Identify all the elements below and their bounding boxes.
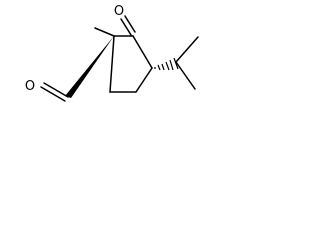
aldehyde-group	[40, 82, 69, 102]
wedge-bond-aldehyde	[65, 36, 114, 98]
ring-bond-c5-c1	[109, 35, 115, 93]
hashed-wedge-isopropyl	[154, 57, 179, 71]
isopropyl-group	[175, 36, 199, 90]
ring-bond-c2-c3	[132, 35, 153, 69]
isopropyl-bond-up	[175, 36, 199, 63]
ketone-double-bond-b	[124, 15, 136, 33]
ketone-group	[120, 15, 136, 36]
ring-bond-c3-c4	[135, 67, 153, 93]
molecule-structure: O O	[25, 4, 199, 102]
aldehyde-oxygen-label: O	[25, 79, 35, 94]
cyclopentane-ring	[109, 35, 153, 93]
isopropyl-bond-down	[175, 61, 196, 90]
ketone-double-bond-a	[120, 18, 132, 36]
methyl-bond	[94, 27, 115, 37]
aldehyde-double-bond-a	[43, 82, 69, 98]
aldehyde-double-bond-b	[40, 86, 66, 102]
ketone-oxygen-label: O	[114, 4, 124, 19]
